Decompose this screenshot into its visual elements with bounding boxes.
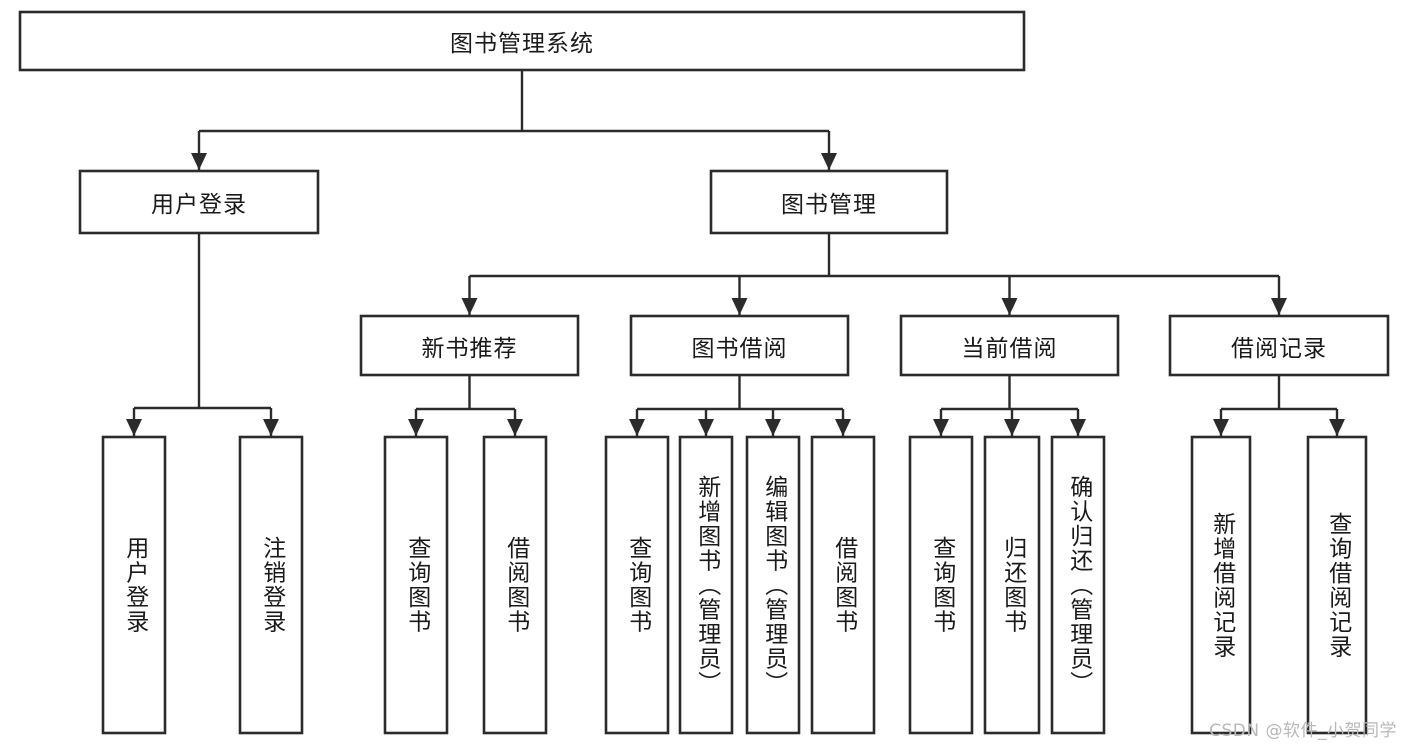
node-box-leaf-bk-add[interactable] <box>678 435 734 735</box>
arrow-head <box>629 419 645 436</box>
arrow-head <box>821 153 837 170</box>
arrow-head <box>1004 419 1020 436</box>
node-box-bookmgmt[interactable] <box>709 169 949 235</box>
node-box-leaf-cur-return[interactable] <box>983 435 1041 735</box>
arrow-head <box>1070 419 1086 436</box>
node-box-leaf-rec-add[interactable] <box>1190 435 1252 735</box>
arrow-head <box>1213 419 1229 436</box>
arrow-head <box>698 419 714 436</box>
arrow-head <box>1001 298 1018 315</box>
node-box-borrow[interactable] <box>629 314 850 377</box>
node-box-leaf-nb-borrow[interactable] <box>482 435 548 735</box>
connector-layer <box>126 70 1345 436</box>
node-box-root[interactable] <box>18 10 1026 72</box>
watermark-text: CSDN @软件_小贺同学 <box>1209 721 1397 741</box>
arrow-head <box>835 419 851 436</box>
arrow-head <box>1329 419 1345 436</box>
node-box-leaf-user-logout[interactable] <box>238 435 304 735</box>
arrow-head <box>263 419 279 436</box>
node-box-layer <box>18 10 1390 735</box>
arrow-head <box>933 419 949 436</box>
arrow-head <box>765 419 781 436</box>
arrow-head <box>1271 298 1287 315</box>
node-box-leaf-bk-borrow[interactable] <box>810 435 876 735</box>
arrow-head <box>507 419 523 436</box>
node-box-leaf-cur-query[interactable] <box>908 435 974 735</box>
arrow-head <box>408 419 424 436</box>
node-box-records[interactable] <box>1168 314 1390 377</box>
arrow-head <box>731 298 748 315</box>
node-box-leaf-nb-query[interactable] <box>383 435 449 735</box>
node-box-leaf-cur-confirm[interactable] <box>1050 435 1106 735</box>
node-box-newbook[interactable] <box>359 314 580 377</box>
node-box-leaf-user-login[interactable] <box>101 435 167 735</box>
node-box-leaf-bk-edit[interactable] <box>745 435 801 735</box>
arrow-head <box>126 419 142 436</box>
arrow-head <box>191 153 207 170</box>
node-box-leaf-rec-query[interactable] <box>1306 435 1368 735</box>
arrow-head <box>461 298 478 315</box>
node-box-leaf-bk-query[interactable] <box>604 435 670 735</box>
node-box-current[interactable] <box>899 314 1120 377</box>
node-box-login[interactable] <box>78 169 320 235</box>
